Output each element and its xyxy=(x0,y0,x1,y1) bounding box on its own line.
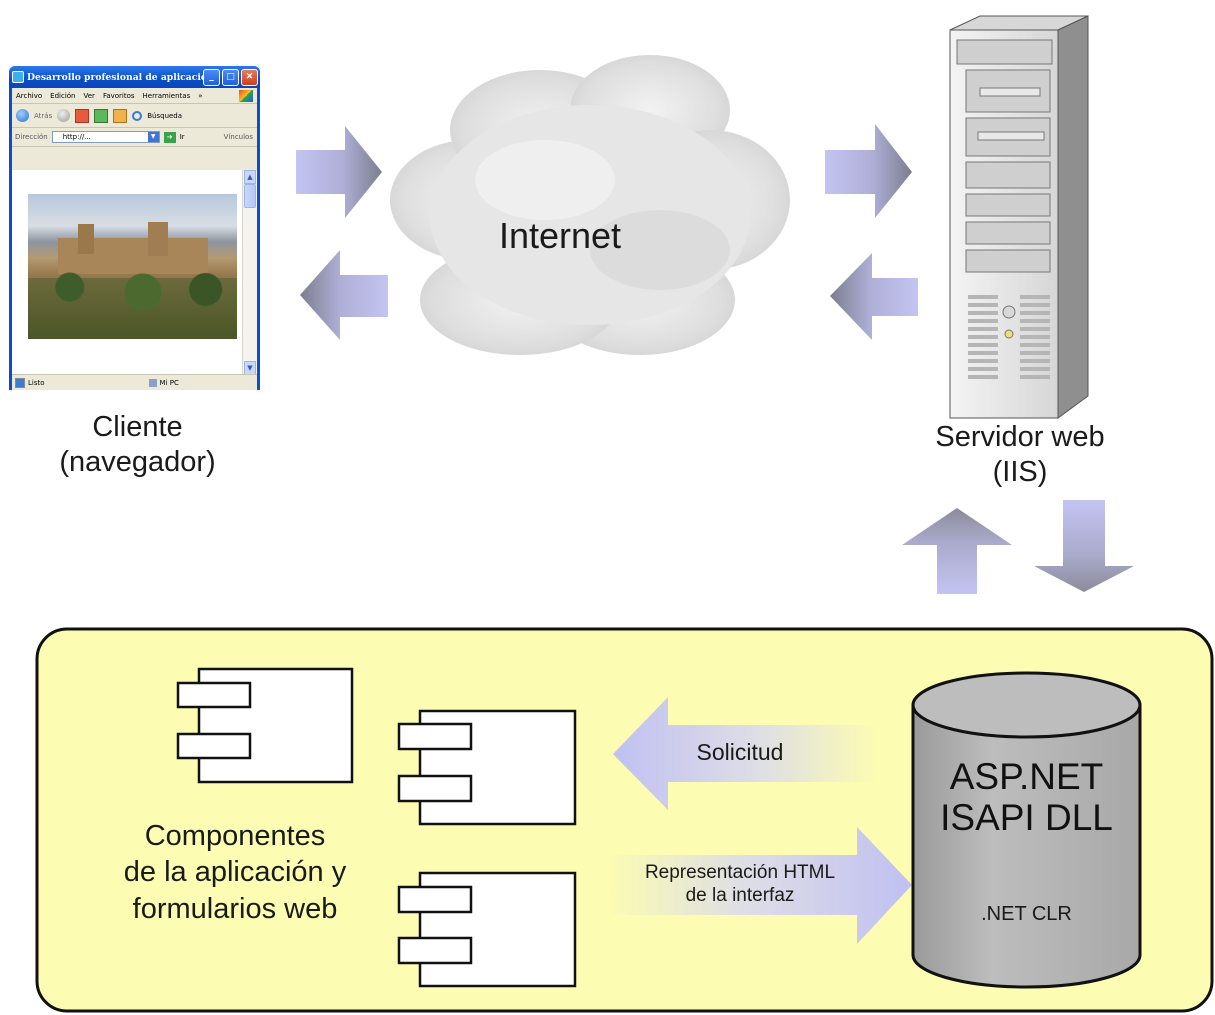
search-label[interactable]: Búsqueda xyxy=(147,111,183,120)
alhambra-photo xyxy=(28,194,237,339)
scroll-thumb[interactable] xyxy=(244,184,256,208)
home-icon[interactable] xyxy=(113,108,128,123)
status-left: Listo xyxy=(28,378,45,387)
components-label-line3: formularios web xyxy=(132,892,338,925)
server-label: Servidor web (IIS) xyxy=(905,420,1135,491)
arrow-response-server-internet xyxy=(830,253,918,340)
browser-menubar: Archivo Edición Ver Favoritos Herramient… xyxy=(12,88,257,104)
menu-ver[interactable]: Ver xyxy=(83,91,95,100)
close-button[interactable]: ✕ xyxy=(241,68,258,86)
arrow-up-to-server xyxy=(902,508,1012,594)
internet-cloud xyxy=(390,55,790,355)
windows-flag-icon xyxy=(239,89,253,102)
back-arrow-icon[interactable] xyxy=(16,109,29,122)
address-dropdown-icon[interactable]: ▼ xyxy=(147,132,159,142)
components-label-line1: Componentes xyxy=(144,820,326,852)
refresh-icon[interactable] xyxy=(94,108,109,123)
address-value: http://... xyxy=(62,133,91,141)
browser-toolbar: Atrás Búsqueda xyxy=(12,104,257,128)
photo-tower xyxy=(78,224,94,254)
aspnet-label: ASP.NET ISAPI DLL xyxy=(913,756,1140,838)
forward-arrow-icon[interactable] xyxy=(57,109,71,122)
page-icon xyxy=(15,377,25,388)
arrow-down-from-server xyxy=(1034,500,1134,592)
client-label-line2: (navegador) xyxy=(59,446,216,479)
arrow-request-client-internet xyxy=(296,126,382,218)
aspnet-cylinder xyxy=(911,671,1142,989)
scroll-down-arrow-icon[interactable]: ▼ xyxy=(244,361,256,375)
ie-icon xyxy=(12,71,24,83)
components-label: Componentes de la aplicación y formulari… xyxy=(80,818,390,927)
browser-statusbar: Listo Mi PC xyxy=(12,374,257,390)
server-tower-icon xyxy=(949,15,1089,419)
server-label-line2: (IIS) xyxy=(992,456,1048,489)
arrow-request-panel xyxy=(613,697,878,810)
vertical-scrollbar[interactable]: ▲ ▼ xyxy=(242,170,257,375)
client-label-line1: Cliente xyxy=(92,411,183,443)
response-label-line1: Representación HTML xyxy=(644,862,836,883)
links-label[interactable]: Vínculos xyxy=(223,133,253,141)
search-icon[interactable] xyxy=(132,110,143,121)
browser-body: Archivo Edición Ver Favoritos Herramient… xyxy=(12,88,257,390)
photo-trees xyxy=(28,272,237,322)
response-label-line2: de la interfaz xyxy=(685,885,795,907)
address-bar: Dirección http://... ▼ ➔ Ir Vínculos xyxy=(12,128,257,147)
browser-content xyxy=(12,170,243,375)
address-label: Dirección xyxy=(15,133,48,141)
status-right: Mi PC xyxy=(159,378,179,387)
stop-icon[interactable] xyxy=(75,108,90,123)
internet-label: Internet xyxy=(498,215,622,256)
component-icon-3 xyxy=(397,871,577,988)
browser-title: Desarrollo profesional de aplicaciones..… xyxy=(27,71,203,83)
maximize-button[interactable]: □ xyxy=(222,68,239,86)
server-label-line1: Servidor web xyxy=(935,421,1105,453)
computer-icon xyxy=(148,378,157,387)
response-label: Representación HTML de la interfaz xyxy=(620,861,860,907)
go-label[interactable]: Ir xyxy=(179,133,185,141)
menu-archivo[interactable]: Archivo xyxy=(16,91,43,100)
minimize-button[interactable]: _ xyxy=(203,68,220,86)
arrow-request-internet-server xyxy=(825,124,912,218)
aspnet-label-line2: ISAPI DLL xyxy=(940,796,1113,838)
back-label[interactable]: Atrás xyxy=(34,111,53,120)
menu-favoritos[interactable]: Favoritos xyxy=(102,91,135,100)
menu-more[interactable]: » xyxy=(198,91,203,100)
clr-label: .NET CLR xyxy=(981,903,1072,925)
components-label-line2: de la aplicación y xyxy=(123,856,347,889)
request-label: Solicitud xyxy=(696,739,784,765)
menu-edicion[interactable]: Edición xyxy=(50,91,76,100)
arrow-response-panel xyxy=(606,827,912,944)
scroll-up-arrow-icon[interactable]: ▲ xyxy=(244,170,256,184)
menu-herramientas[interactable]: Herramientas xyxy=(142,91,191,100)
arrow-response-internet-client xyxy=(300,250,388,340)
component-icon-2 xyxy=(397,709,577,826)
component-icon-1 xyxy=(176,667,354,784)
address-input[interactable]: http://... ▼ xyxy=(51,131,160,143)
client-label: Cliente (navegador) xyxy=(30,410,245,481)
aspnet-label-line1: ASP.NET xyxy=(949,756,1104,797)
go-arrow-icon[interactable]: ➔ xyxy=(163,131,176,143)
browser-titlebar: Desarrollo profesional de aplicaciones..… xyxy=(9,66,260,88)
browser-window: Desarrollo profesional de aplicaciones..… xyxy=(9,66,260,390)
photo-tower xyxy=(148,222,168,256)
